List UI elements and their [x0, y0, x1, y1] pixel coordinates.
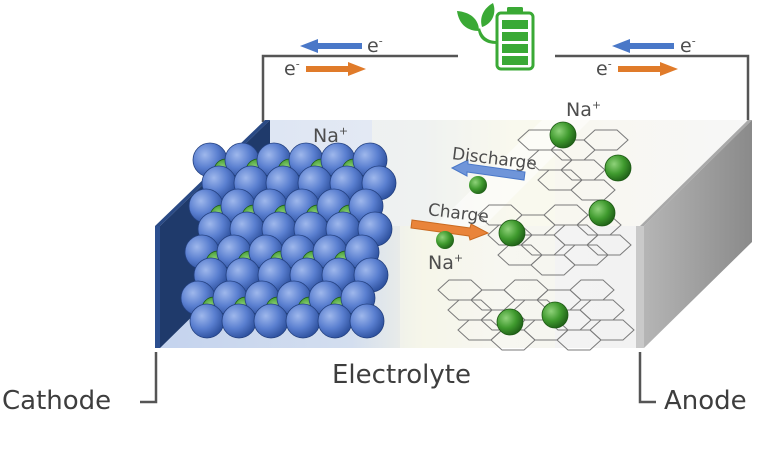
electron-symbol: e: [596, 58, 608, 80]
ion-charge-sign: +: [453, 251, 464, 265]
electron-arrow-left-blue: [300, 39, 362, 53]
anode-sodium-ions: [496, 121, 632, 336]
external-wire: [261, 54, 750, 122]
graphite-hexagon: [586, 234, 632, 256]
graphite-hexagon: [570, 179, 616, 201]
battery-icon: [495, 7, 535, 71]
anode-sodium-ion: [496, 308, 524, 336]
graphite-hexagon: [583, 129, 629, 151]
ion-charge-sign: +: [338, 124, 349, 138]
charge-arrow: [410, 219, 490, 241]
electron-arrow-left-orange: [306, 62, 366, 76]
discharge-arrow: [450, 159, 526, 181]
graphite-hexagon: [589, 319, 635, 341]
ion-charge-sign: +: [591, 98, 602, 112]
sodium-ion-label-electrolyte: Na+: [428, 251, 464, 274]
anode-plate: [636, 120, 752, 348]
cathode-atom: [189, 303, 225, 339]
sodium-ion-symbol: Na: [566, 99, 592, 121]
cathode-atom: [253, 303, 289, 339]
cathode-lattice: [180, 142, 397, 339]
graphite-hexagon: [576, 214, 622, 236]
anode-sodium-ion: [549, 121, 577, 149]
electron-arrow-right-orange: [618, 62, 678, 76]
graphite-hexagon: [569, 279, 615, 301]
electrolyte-label: Electrolyte: [332, 360, 471, 390]
cathode-atom: [349, 303, 385, 339]
electron-symbol: e: [284, 58, 296, 80]
anode-sodium-ion: [588, 199, 616, 227]
electrolyte-ion-1: [469, 176, 487, 194]
cathode-atom: [285, 303, 321, 339]
electron-label-right-bottom: e-: [596, 57, 612, 80]
electron-label-left-bottom: e-: [284, 57, 300, 80]
anode-sodium-ion: [541, 301, 569, 329]
electron-charge-sign: -: [295, 57, 300, 71]
sodium-ion-label-anode: Na+: [566, 98, 602, 121]
graphite-hexagon: [579, 299, 625, 321]
anode-sodium-ion: [498, 219, 526, 247]
electrolyte-ion-2: [436, 231, 454, 249]
electron-arrows: [300, 39, 678, 76]
anode-sodium-ion: [604, 154, 632, 182]
electron-symbol: e: [680, 35, 692, 57]
sodium-ion-symbol: Na: [428, 252, 454, 274]
electron-charge-sign: -: [378, 34, 383, 48]
anode-graphite-layers: [437, 129, 635, 351]
sodium-ion-label-cathode: Na+: [313, 124, 349, 147]
graphite-hexagon: [563, 244, 609, 266]
electron-arrow-right-blue: [612, 39, 674, 53]
electron-label-right-top: e-: [680, 34, 696, 57]
label-leaders: [140, 352, 656, 404]
leaf-plant-icon: [457, 3, 497, 44]
cathode-label: Cathode: [2, 386, 112, 416]
cathode-atom: [221, 303, 257, 339]
sodium-ion-symbol: Na: [313, 125, 339, 147]
electron-charge-sign: -: [607, 57, 612, 71]
electron-symbol: e: [367, 35, 379, 57]
cathode-atom: [317, 303, 353, 339]
electron-label-left-top: e-: [367, 34, 383, 57]
anode-label: Anode: [664, 386, 747, 416]
electron-charge-sign: -: [691, 34, 696, 48]
